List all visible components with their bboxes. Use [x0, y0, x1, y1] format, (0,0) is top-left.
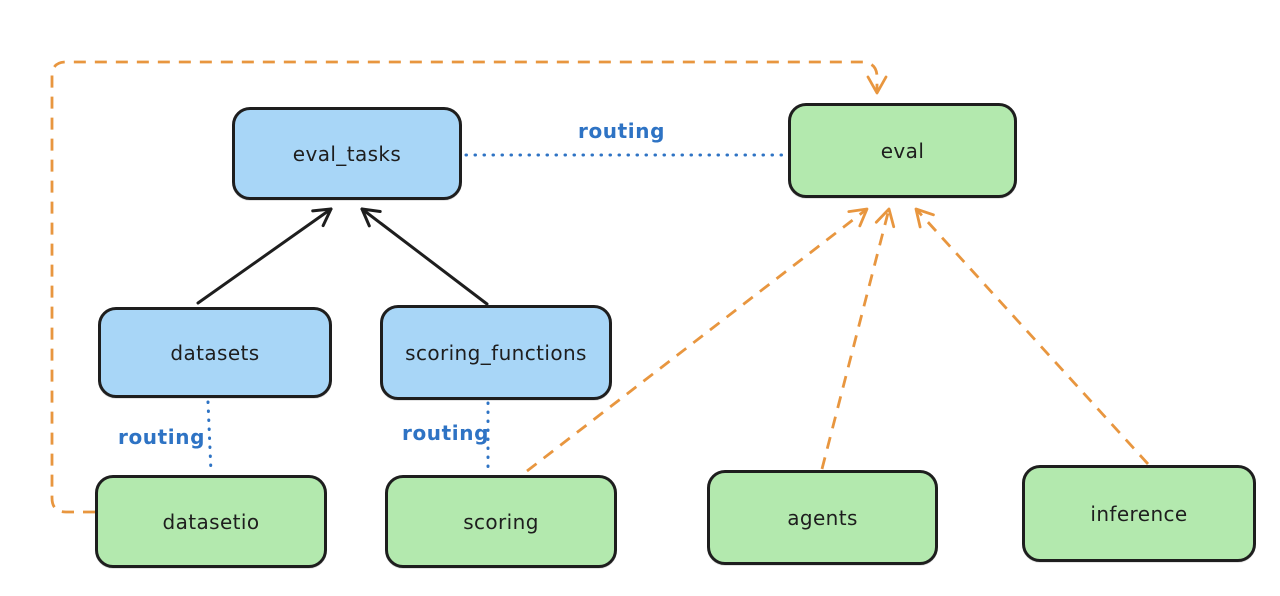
edge-scoring-functions-to-eval-tasks	[360, 207, 489, 306]
node-scoring: scoring	[385, 475, 617, 568]
edge-datasets-to-datasetio-routing	[206, 400, 213, 474]
node-inference: inference	[1022, 465, 1256, 562]
routing-label-middle: routing	[402, 421, 490, 445]
edge-datasets-to-eval-tasks	[196, 207, 333, 305]
edge-inference-to-eval	[914, 207, 1150, 465]
edge-agents-to-eval	[820, 207, 896, 470]
node-eval-label: eval	[880, 138, 925, 163]
node-agents: agents	[707, 470, 938, 565]
node-datasets: datasets	[98, 307, 332, 398]
node-eval-tasks: eval_tasks	[232, 107, 462, 200]
node-eval: eval	[788, 103, 1017, 198]
node-scoring-functions: scoring_functions	[380, 305, 612, 400]
node-scoring-label: scoring	[463, 509, 539, 534]
node-inference-label: inference	[1090, 501, 1188, 526]
edge-datasetio-to-eval	[50, 60, 888, 514]
node-agents-label: agents	[787, 505, 858, 530]
node-datasetio-label: datasetio	[162, 509, 260, 534]
node-eval-tasks-label: eval_tasks	[292, 141, 402, 166]
node-scoring-functions-label: scoring_functions	[405, 340, 587, 365]
node-datasetio: datasetio	[95, 475, 327, 568]
edge-scoring-to-eval	[526, 207, 869, 473]
routing-label-left: routing	[118, 425, 206, 449]
node-datasets-label: datasets	[170, 340, 260, 365]
routing-label-top: routing	[578, 119, 666, 143]
